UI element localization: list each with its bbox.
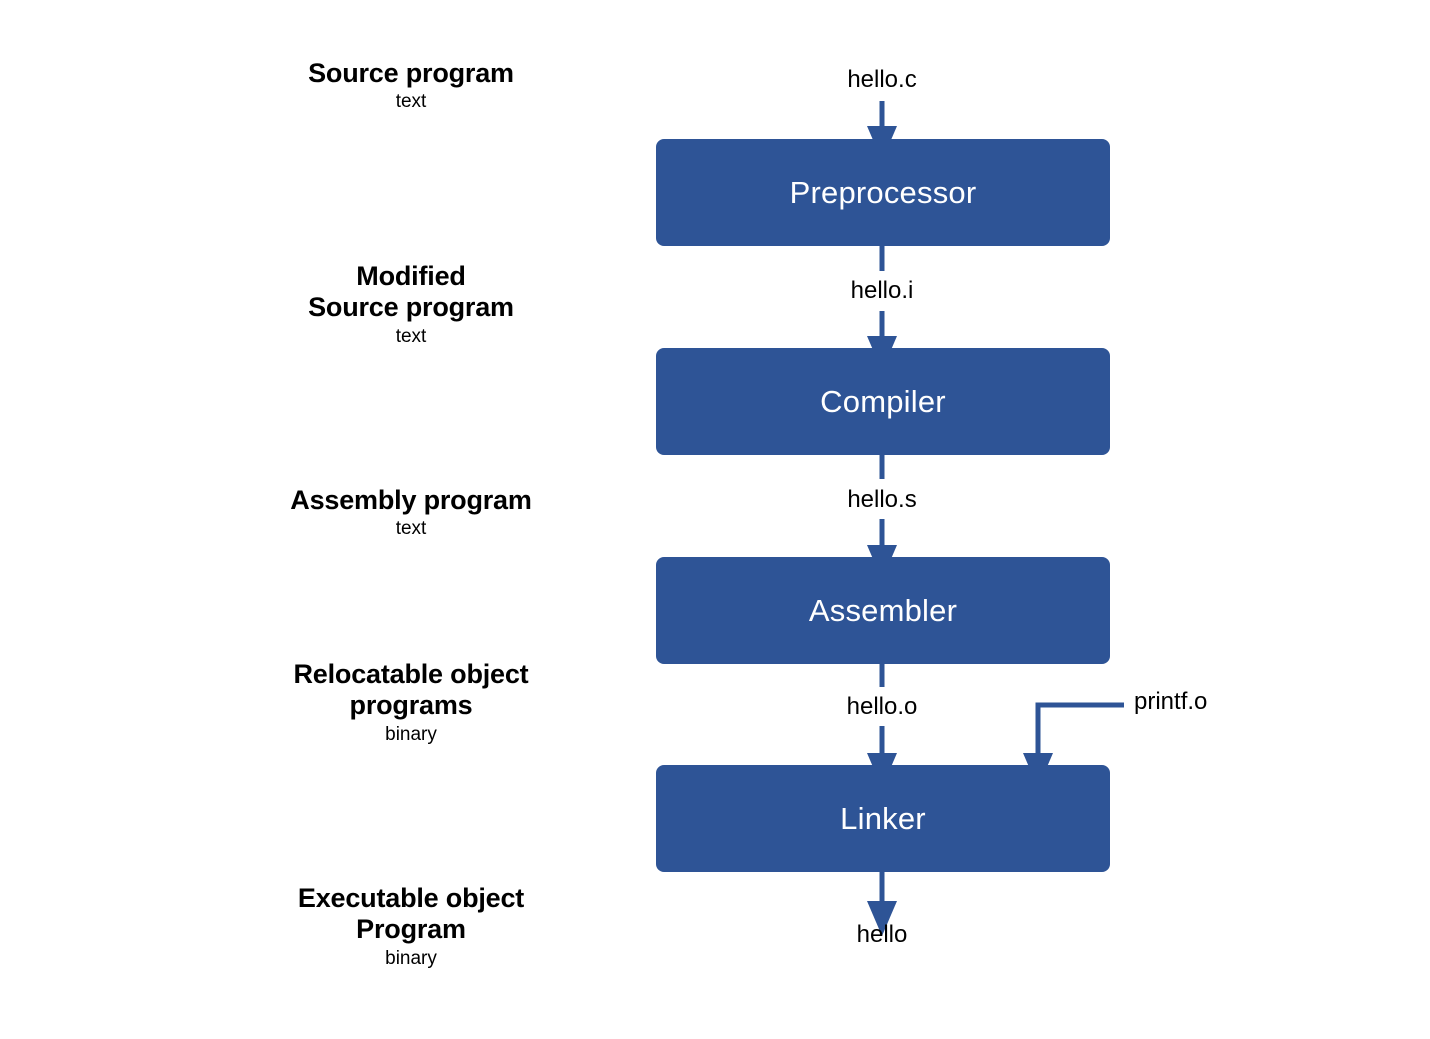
stage-label-relocatable-object-programs: Relocatable object programs binary bbox=[211, 659, 611, 746]
edge-label-hello-s: hello.s bbox=[847, 486, 917, 513]
stage-label-modified-source-program: Modified Source program text bbox=[211, 261, 611, 348]
stage-title: Relocatable object programs bbox=[293, 659, 529, 721]
process-box-preprocessor[interactable]: Preprocessor bbox=[656, 139, 1110, 246]
stage-subtitle: text bbox=[395, 518, 427, 540]
stage-subtitle: text bbox=[395, 91, 427, 113]
process-box-label: Compiler bbox=[820, 383, 946, 419]
edge-label-printf-o: printf.o bbox=[1134, 688, 1208, 715]
stage-title: Executable object Program bbox=[297, 883, 525, 945]
process-box-label: Linker bbox=[840, 800, 926, 836]
stage-label-assembly-program: Assembly program text bbox=[211, 485, 611, 540]
process-box-label: Preprocessor bbox=[789, 174, 977, 210]
edge-label-hello-i: hello.i bbox=[850, 277, 914, 304]
process-box-label: Assembler bbox=[808, 592, 958, 628]
edge-label-hello-c: hello.c bbox=[847, 66, 917, 93]
process-box-linker[interactable]: Linker bbox=[656, 765, 1110, 872]
edge-label-hello: hello bbox=[856, 921, 908, 948]
stage-subtitle: binary bbox=[385, 947, 437, 969]
stage-subtitle: text bbox=[395, 325, 427, 347]
stage-title: Modified Source program bbox=[308, 261, 514, 323]
process-box-compiler[interactable]: Compiler bbox=[656, 348, 1110, 455]
stage-title: Assembly program bbox=[290, 485, 532, 515]
stage-title: Source program bbox=[308, 58, 514, 88]
stage-label-source-program: Source program text bbox=[211, 58, 611, 113]
stage-label-executable-object-program: Executable object Program binary bbox=[211, 883, 611, 970]
process-box-assembler[interactable]: Assembler bbox=[656, 557, 1110, 664]
stage-subtitle: binary bbox=[385, 723, 437, 745]
edge-label-hello-o: hello.o bbox=[846, 693, 918, 720]
arrow-printf-o bbox=[1023, 702, 1124, 788]
